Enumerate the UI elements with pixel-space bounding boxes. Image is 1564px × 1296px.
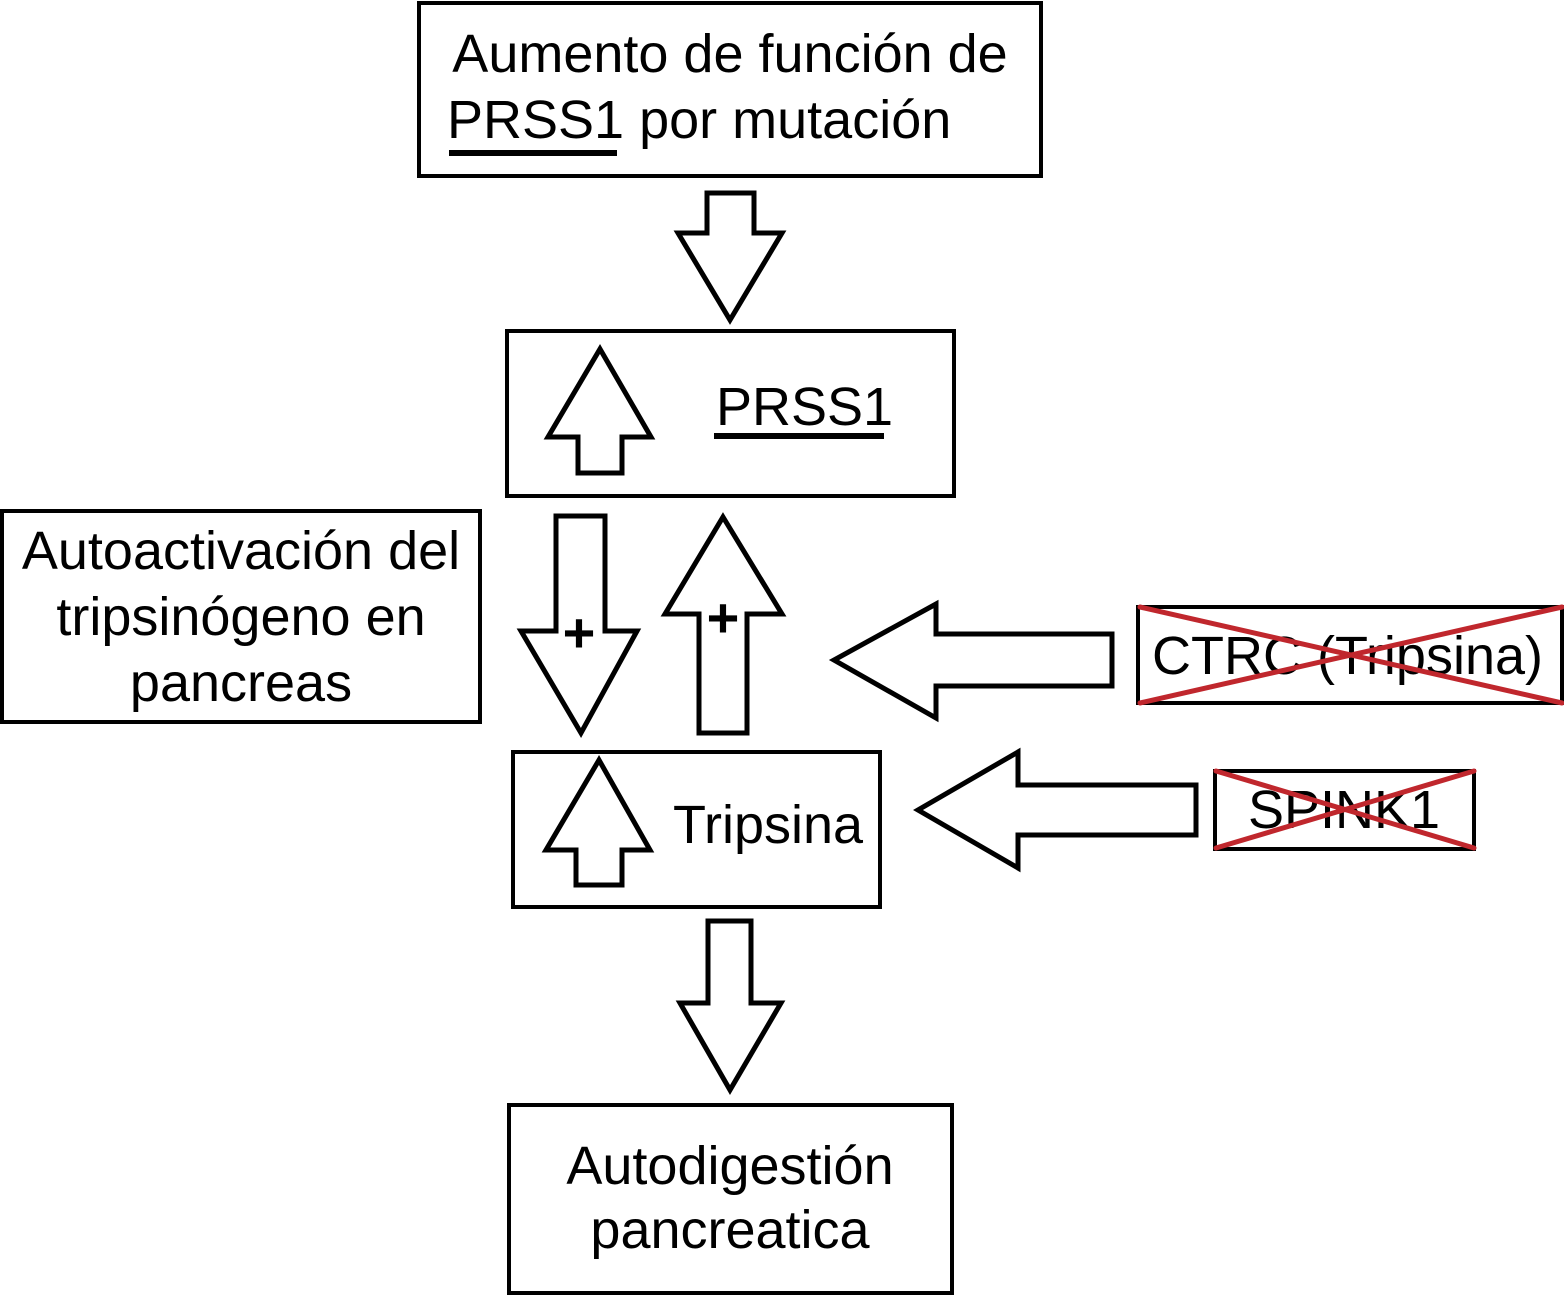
- autoactivation-line-3: pancreas: [130, 653, 352, 713]
- down-arrow-plus-sign: +: [563, 601, 596, 664]
- down-arrow-shape: [516, 513, 642, 739]
- autodigestion-box: Autodigestión pancreatica: [507, 1103, 954, 1295]
- up-arrow-icon-tripsina: [541, 755, 655, 888]
- spink1-cross-line-2: [1213, 768, 1477, 851]
- ctrc-cross-line-2: [1137, 604, 1564, 706]
- up-arrow-plus-sign: +: [707, 586, 740, 649]
- up-arrow-icon-prss1: [543, 344, 656, 476]
- autoactivation-line-2: tripsinógeno en: [56, 587, 425, 647]
- left-arrow-from-ctrc: [828, 599, 1115, 723]
- autodigestion-line-1: Autodigestión: [566, 1136, 893, 1196]
- autoactivation-box: Autoactivación del tripsinógeno en pancr…: [0, 509, 482, 724]
- prss1-label: PRSS1: [716, 377, 893, 437]
- mutation-box: Aumento de función de PRSS1 por mutación: [417, 1, 1043, 178]
- ctrc-box: CTRC (Tripsina): [1136, 604, 1564, 706]
- autodigestion-line-2: pancreatica: [590, 1200, 870, 1260]
- down-arrow-mutation-to-prss1: [673, 190, 787, 325]
- prss1-box: PRSS1: [505, 329, 956, 498]
- mutation-line-2-rest: por mutación: [624, 90, 951, 150]
- spink1-box: SPINK1: [1213, 768, 1477, 851]
- up-arrow-shape: [660, 512, 787, 736]
- autoactivation-line-1: Autoactivación del: [22, 521, 460, 581]
- mutation-line-1: Aumento de función de: [452, 24, 1007, 84]
- left-arrow-from-spink1: [913, 747, 1199, 873]
- tripsina-label: Tripsina: [673, 795, 864, 855]
- mutation-line-2: PRSS1 por mutación: [447, 90, 951, 150]
- down-arrow-tripsina-to-autodigestion: [675, 918, 786, 1095]
- tripsina-box: Tripsina: [511, 750, 882, 909]
- mutation-gene-name: PRSS1: [447, 90, 624, 150]
- up-activation-arrow: +: [660, 512, 787, 736]
- down-activation-arrow: +: [516, 513, 642, 739]
